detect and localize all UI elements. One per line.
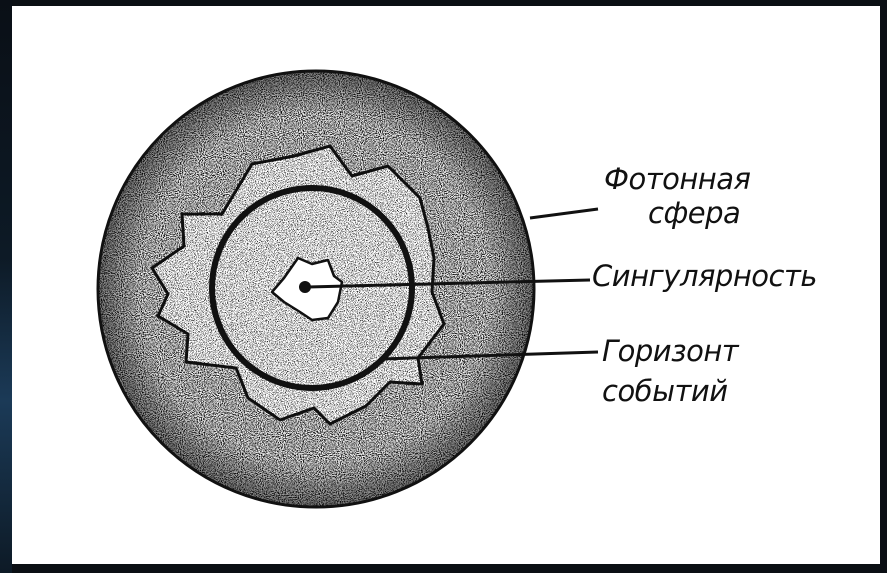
singularity-label: Сингулярность (592, 261, 817, 291)
diagram-panel: Фотонная сфера Сингулярность Горизонт со… (12, 6, 880, 564)
frame-left-edge (0, 0, 12, 573)
event-horizon-label-line1: Горизонт (602, 336, 738, 366)
photon-sphere-label-line2: сфера (648, 198, 740, 228)
photon-sphere-leader (530, 209, 598, 218)
photon-sphere-label-line1: Фотонная (604, 164, 750, 194)
event-horizon-label-line2: событий (602, 376, 728, 406)
